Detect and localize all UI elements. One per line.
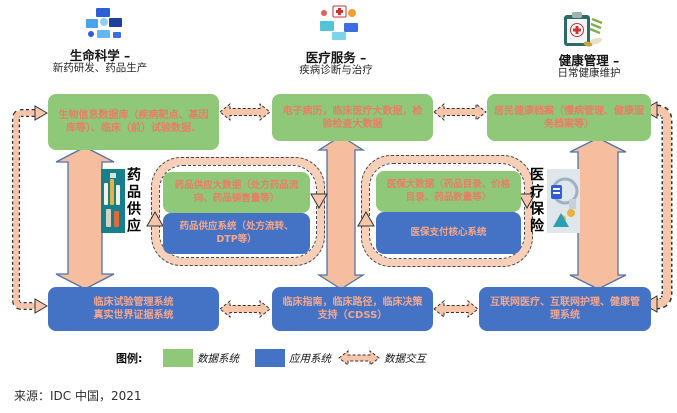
life-science-icon xyxy=(82,6,126,48)
app-box-medical-insurance: 医保支付核心系统 xyxy=(376,212,521,254)
pharmacy-supply-label: 药品供应 xyxy=(125,167,141,235)
app-box-medical-service: 临床指南，临床路径，临床决策支持（CDSS） xyxy=(272,287,433,331)
data-box-health-management: 居民健康档案（慢病管理、健康服务档案等） xyxy=(487,94,651,141)
data-exchange-arrow-bottom-left xyxy=(219,299,271,319)
app-box-health-management-text: 互联网医疗、互联网护理、健康管理系统 xyxy=(490,296,640,322)
loop2-down-arrowhead xyxy=(518,193,536,210)
app-box-life-science-line2: 真实世界证据系统 xyxy=(93,310,174,321)
data-box-life-science-text: 生物信息数据库（疾病靶点、基因库等）、临床（前）试验数据、 xyxy=(58,110,209,134)
data-box-medical-insurance: 医保大数据（药品目录、价格目录、药品数量等） xyxy=(376,171,521,212)
column-subtitle-life-science: 新药研发、药品生产 xyxy=(52,62,148,74)
data-box-pharmacy-supply-text: 药品供应大数据（处方药品流向、药品销售量等） xyxy=(174,180,299,204)
medical-insurance-image xyxy=(547,169,580,237)
data-exchange-arrow-top-left xyxy=(219,102,271,122)
legend-data-exchange-label: 数据交互 xyxy=(384,353,426,365)
data-box-pharmacy-supply: 药品供应大数据（处方药品流向、药品销售量等） xyxy=(163,172,310,213)
data-exchange-arrow-icon xyxy=(337,349,381,371)
data-box-health-management-text: 居民健康档案（慢病管理、健康服务档案等） xyxy=(494,105,644,130)
column-subtitle-health-management: 日常健康维护 xyxy=(557,67,621,79)
data-exchange-arrow-top-right xyxy=(433,102,487,122)
loop1-down-arrowhead xyxy=(310,193,328,210)
column-title-life-science: 生命科学 – xyxy=(69,48,131,63)
legend-data-system-swatch xyxy=(163,349,193,367)
column-title-medical-service: 医疗服务 – xyxy=(305,50,367,65)
app-box-medical-insurance-text: 医保支付核心系统 xyxy=(410,226,487,238)
loop2-up-arrowhead xyxy=(357,210,375,227)
legend-app-system-swatch xyxy=(255,349,285,367)
column-subtitle-medical-service: 疾病诊断与治疗 xyxy=(299,64,373,76)
app-box-life-science: 临床试验管理系统 真实世界证据系统 xyxy=(48,287,219,331)
app-box-pharmacy-supply: 药品供应系统（处方流转、DTP等） xyxy=(163,213,310,254)
source-note: 来源：IDC 中国，2021 xyxy=(14,389,142,403)
data-box-life-science: 生物信息数据库（疾病靶点、基因库等）、临床（前）试验数据、 xyxy=(48,94,219,150)
app-box-life-science-line1: 临床试验管理系统 xyxy=(93,296,174,308)
pharmacy-supply-image xyxy=(101,169,125,237)
data-box-medical-service: 电子病历，临床医疗大数据，检验检查大数据 xyxy=(272,94,433,141)
left-bracket-exchange-arrow xyxy=(12,105,48,314)
legend-title: 图例: xyxy=(116,352,143,365)
app-box-medical-service-text: 临床指南，临床路径，临床决策支持（CDSS） xyxy=(282,296,423,322)
legend-app-system-label: 应用系统 xyxy=(289,353,331,365)
app-box-health-management: 互联网医疗、互联网护理、健康管理系统 xyxy=(479,287,651,331)
data-exchange-arrow-bottom-right xyxy=(433,299,479,319)
data-box-medical-insurance-text: 医保大数据（药品目录、价格目录、药品数量等） xyxy=(386,179,511,203)
medical-insurance-label: 医疗保险 xyxy=(528,167,544,235)
column-title-health-management: 健康管理 – xyxy=(558,53,620,68)
legend-data-system-label: 数据系统 xyxy=(197,353,239,365)
medical-service-icon xyxy=(316,4,362,48)
data-box-medical-service-text: 电子病历，临床医疗大数据，检验检查大数据 xyxy=(282,105,423,130)
vertical-flow-arrow-medical-service xyxy=(316,135,366,290)
health-management-icon xyxy=(554,11,606,53)
loop1-up-arrowhead xyxy=(146,210,164,227)
app-box-pharmacy-supply-text: 药品供应系统（处方流转、DTP等） xyxy=(179,220,294,245)
